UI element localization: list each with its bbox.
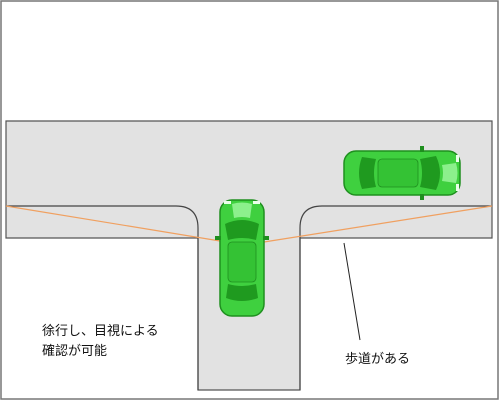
sight-line-right — [263, 205, 493, 243]
sight-line-left — [5, 205, 221, 242]
sidewalk-curb-left — [6, 205, 199, 390]
sidewalk-caption: 歩道がある — [345, 352, 411, 367]
car-exiting — [215, 199, 269, 317]
slow-drive-caption-line1: 徐行し、目視による — [42, 324, 159, 339]
slow-drive-caption-line2: 確認が可能 — [42, 344, 108, 359]
car-main-road — [343, 146, 461, 200]
sidewalk-pointer-line — [343, 242, 361, 341]
slow-drive-caption: 徐行し、目視による 確認が可能 — [42, 322, 159, 362]
sidewalk-curb-right — [299, 205, 492, 390]
